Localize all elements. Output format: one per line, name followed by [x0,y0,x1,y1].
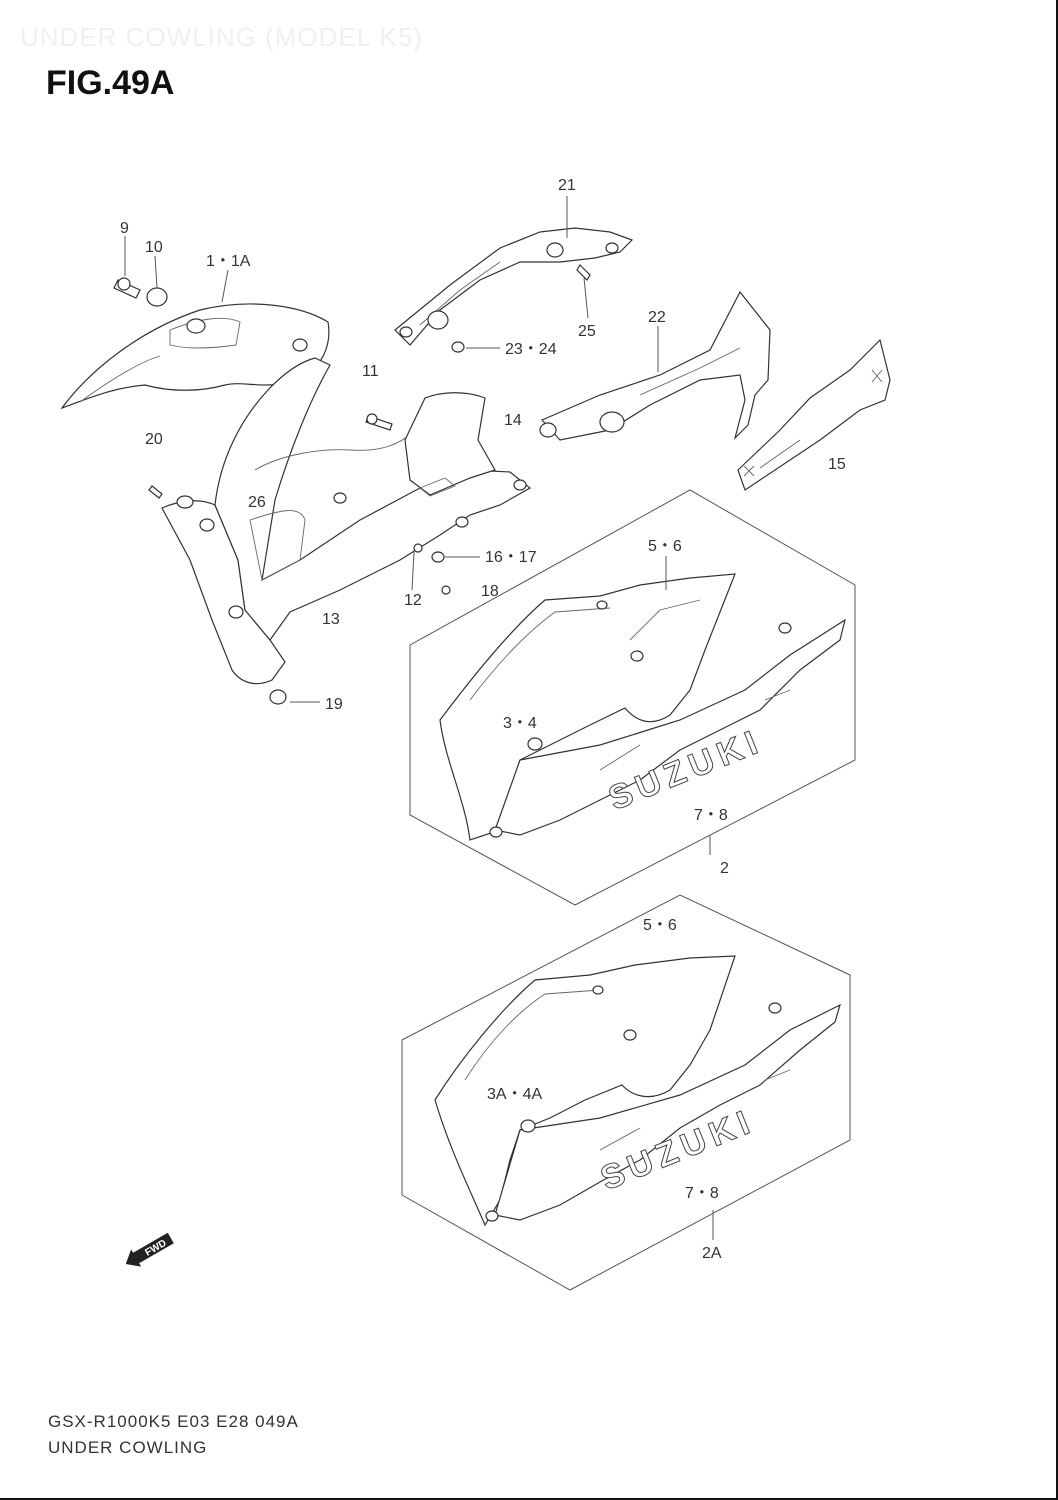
callout-2a: 2A [702,1245,722,1262]
callout-7-8-upper: 7・8 [694,807,728,824]
callout-25: 25 [578,323,596,340]
callout-20: 20 [145,431,163,448]
callout-7-8-lower: 7・8 [685,1185,719,1202]
hardware-fasteners [113,264,591,705]
upper-brace-21 [394,227,634,346]
callout-18: 18 [481,583,499,600]
figure-title: FIG.49A [46,64,175,102]
fwd-arrow-icon: FWD [125,1232,174,1267]
callout-5-6-upper: 5・6 [648,538,682,555]
cowling-part-1 [60,303,330,410]
callout-9: 9 [120,220,129,237]
footer-caption: UNDER COWLING [48,1438,208,1457]
callout-5-6-lower: 5・6 [643,917,677,934]
callout-16-17: 16・17 [485,549,537,566]
callout-2: 2 [720,860,729,877]
fwd-badge-label: FWD [143,1238,168,1259]
under-cowling-panel-2a [401,894,851,1291]
callout-19: 19 [325,696,343,713]
callout-1-1a: 1・1A [206,253,251,270]
callout-23-24: 23・24 [505,341,557,358]
callout-labels: 9 10 1・1A 21 25 22 23・24 11 14 20 15 26 … [120,177,846,1262]
section-watermark: UNDER COWLING (MODEL K5) [20,22,423,52]
leader-lines [124,196,714,1240]
callout-26: 26 [248,494,266,511]
callout-14: 14 [504,412,522,429]
frame-bracket-20-13 [161,357,532,685]
callout-10: 10 [145,239,163,256]
callout-3-4: 3・4 [503,715,537,732]
callout-21: 21 [558,177,576,194]
callout-13: 13 [322,611,340,628]
side-bracket-22 [539,290,771,441]
callout-15: 15 [828,456,846,473]
inner-panel-15 [737,338,891,491]
callout-11: 11 [362,363,379,380]
footer-code: GSX-R1000K5 E03 E28 049A [48,1412,299,1431]
callout-12: 12 [404,592,422,609]
callout-22: 22 [648,309,666,326]
callout-3a-4a: 3A・4A [487,1086,542,1103]
under-cowling-panel-2 [409,489,856,906]
